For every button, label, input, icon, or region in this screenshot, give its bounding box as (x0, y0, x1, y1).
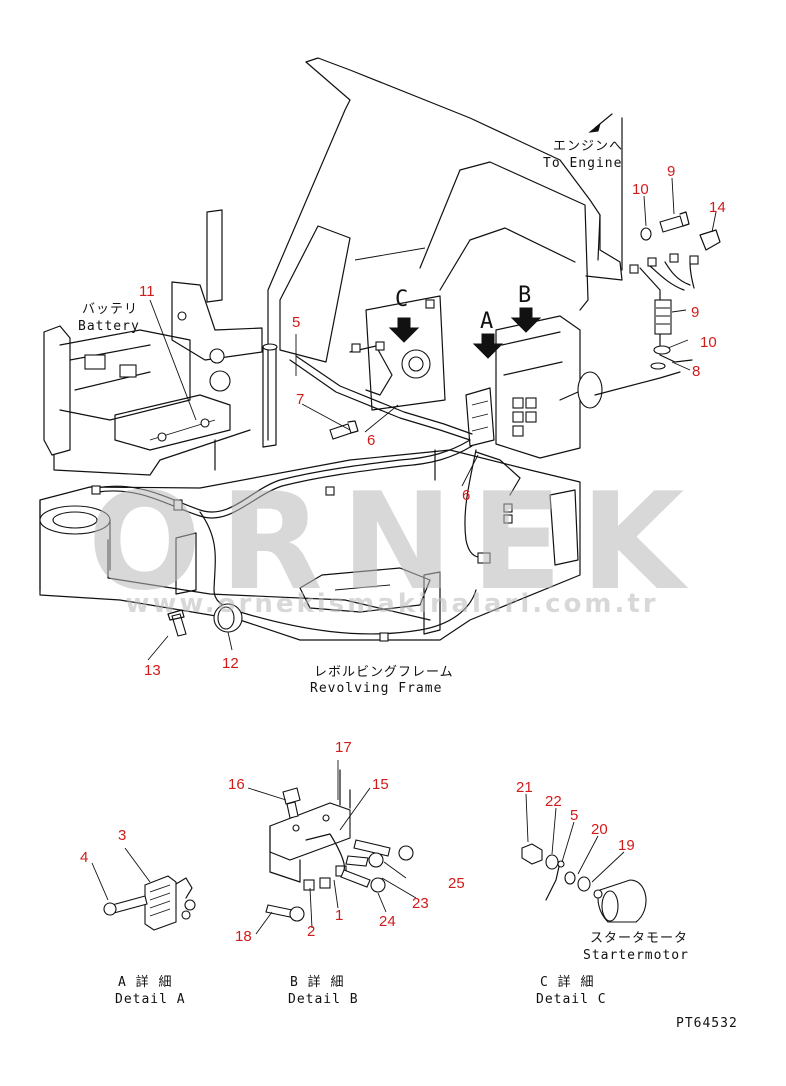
caption-detail-c-en: Detail C (536, 992, 607, 1007)
callout-23: 23 (412, 895, 429, 912)
watermark: ORNEK www.ornekismakinalari.com.tr (88, 464, 703, 620)
drawing-number: PT64532 (676, 1016, 738, 1031)
callout-20: 20 (591, 821, 608, 838)
callout-8: 8 (692, 363, 700, 380)
callout-4: 4 (80, 849, 88, 866)
view-letter-c: C (395, 287, 408, 312)
callout-15: 15 (372, 776, 389, 793)
callout-6-left: 6 (367, 432, 375, 449)
callout-6-right: 6 (462, 487, 470, 504)
callout-18: 18 (235, 928, 252, 945)
callout-3: 3 (118, 827, 126, 844)
caption-engine-jp: エンジンへ (553, 139, 623, 154)
callout-14: 14 (709, 199, 726, 216)
callout-13: 13 (144, 662, 161, 679)
leader-lines (91, 177, 717, 935)
callout-11: 11 (139, 283, 155, 300)
caption-detail-a-en: Detail A (115, 992, 186, 1007)
caption-battery-en: Battery (78, 319, 140, 334)
callout-5-main: 5 (292, 314, 300, 331)
callout-7: 7 (296, 391, 304, 408)
callout-17: 17 (335, 739, 352, 756)
callout-labels: 11 5 7 6 6 13 12 9 10 14 9 10 8 17 16 15… (80, 163, 726, 945)
callout-16: 16 (228, 776, 245, 793)
caption-frame-jp: レボルビングフレーム (314, 665, 454, 680)
callout-9-lower: 9 (691, 304, 699, 321)
callout-22: 22 (545, 793, 562, 810)
view-letters: C A B (395, 283, 531, 334)
callout-24: 24 (379, 913, 396, 930)
watermark-brand: ORNEK (88, 464, 703, 620)
caption-detail-b-en: Detail B (288, 992, 359, 1007)
detail-b-drawing (265, 769, 414, 922)
caption-starter-jp: スタータモータ (590, 931, 688, 946)
caption-frame-en: Revolving Frame (310, 681, 442, 696)
callout-10-lower: 10 (700, 334, 717, 351)
callout-12: 12 (222, 655, 239, 672)
caption-detail-a-jp: A 詳 細 (118, 974, 172, 990)
caption-detail-c-jp: C 詳 細 (540, 974, 594, 990)
caption-battery-jp: バッテリ (82, 302, 138, 317)
callout-10-top: 10 (632, 181, 649, 198)
watermark-url: www.ornekismakinalari.com.tr (125, 589, 658, 619)
callout-21: 21 (516, 779, 533, 796)
detail-c-drawing (521, 843, 647, 923)
main-assembly-drawing (39, 57, 721, 642)
caption-starter-en: Startermotor (583, 948, 689, 963)
callout-19: 19 (618, 837, 635, 854)
callout-2: 2 (307, 923, 315, 940)
caption-detail-b-jp: B 詳 細 (290, 974, 344, 990)
callout-1: 1 (335, 907, 343, 924)
caption-engine-en: To Engine (543, 156, 622, 171)
callout-9-top: 9 (667, 163, 675, 180)
detail-a-drawing (103, 875, 196, 931)
view-letter-a: A (480, 309, 493, 334)
view-letter-b: B (518, 283, 531, 308)
captions: エンジンへ To Engine バッテリ Battery レボルビングフレーム … (78, 139, 738, 1031)
callout-25: 25 (448, 875, 465, 892)
callout-5-detail: 5 (570, 807, 578, 824)
